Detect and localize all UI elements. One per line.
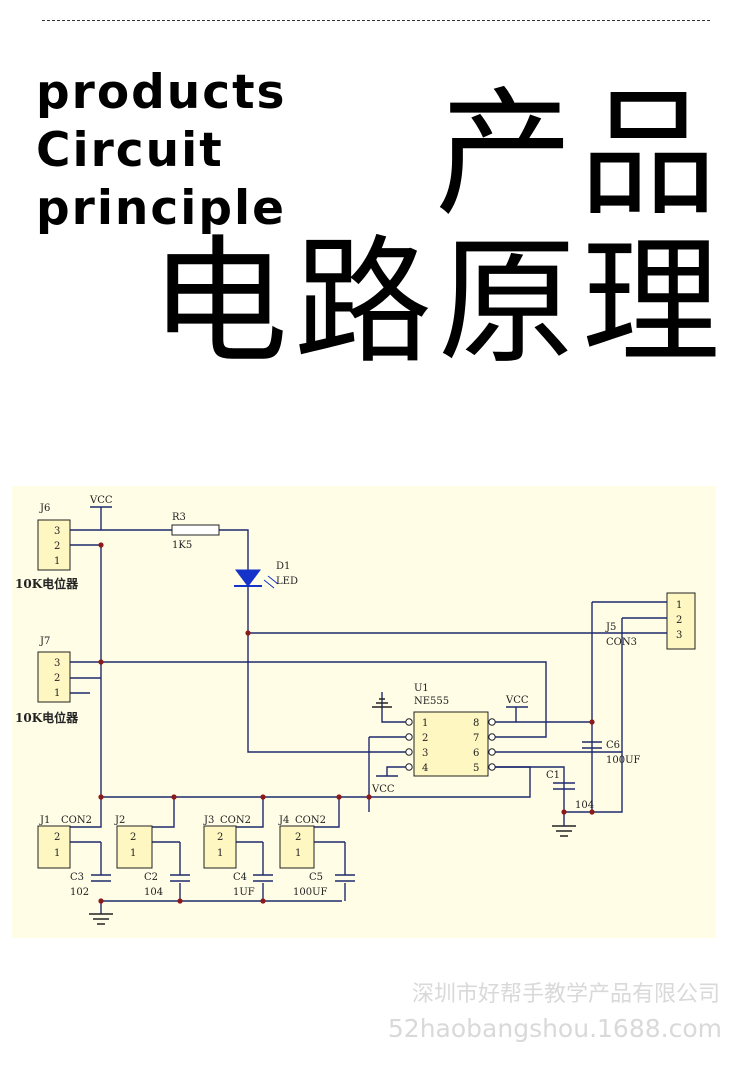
c1-value: 104 [575, 800, 594, 811]
schematic-panel: J6 3 2 1 10K电位器 VCC R3 1K5 D1 LED J7 3 [12, 486, 716, 938]
c4-value: 1UF [233, 887, 255, 898]
u1-pin1: 1 [422, 718, 428, 729]
capacitor-c3: C3 102 [70, 872, 111, 898]
j7-pin3: 3 [54, 658, 60, 669]
j7-pin2: 2 [54, 673, 60, 684]
j1-value: CON2 [61, 815, 92, 826]
u1-pin2: 2 [422, 733, 428, 744]
j5-ref: J5 [605, 622, 616, 633]
j5-pin1: 1 [676, 600, 682, 611]
c4-ref: C4 [233, 872, 247, 883]
english-heading: products Circuit principle [36, 64, 287, 238]
vcc-u1-right: VCC [505, 695, 529, 708]
j2-pin1: 1 [130, 848, 136, 859]
circuit-schematic: J6 3 2 1 10K电位器 VCC R3 1K5 D1 LED J7 3 [15, 495, 696, 925]
j5-pin2: 2 [676, 615, 682, 626]
junction-dots [98, 542, 595, 904]
resistor-r3: R3 1K5 [171, 512, 220, 551]
j4-pin2: 2 [295, 832, 301, 843]
u1-pin7: 7 [473, 733, 479, 744]
ground-symbol-u1 [372, 692, 392, 708]
c3-ref: C3 [70, 872, 84, 883]
j3-pin1: 1 [217, 848, 223, 859]
j7-caption: 10K电位器 [15, 710, 79, 725]
j3-value: CON2 [220, 815, 251, 826]
j3-pin2: 2 [217, 832, 223, 843]
j6-ref: J6 [39, 503, 50, 514]
j2-ref: J2 [114, 815, 125, 826]
j4-pin1: 1 [295, 848, 301, 859]
j5-pin3: 3 [676, 630, 682, 641]
connector-j5: 1 2 3 J5 CON3 [605, 592, 696, 650]
ground-symbol-c1 [552, 822, 576, 837]
u1-pin3: 3 [422, 748, 428, 759]
vcc-u1-left: VCC [371, 775, 398, 795]
capacitor-c4: C4 1UF [233, 872, 273, 898]
u1-pin6: 6 [473, 748, 479, 759]
u1-pin4: 4 [422, 763, 428, 774]
j1-pin1: 1 [54, 848, 60, 859]
vcc-u1-left-label: VCC [371, 784, 395, 795]
website-watermark: 52haobangshou.1688.com [387, 1014, 722, 1043]
connector-j1: J1 CON2 2 1 [37, 815, 92, 869]
j6-pin1: 1 [54, 556, 60, 567]
u1-pin8: 8 [473, 718, 479, 729]
connector-j3: J3 CON2 2 1 [203, 815, 251, 869]
ground-symbol-bottom [89, 913, 113, 925]
connector-j6: J6 3 2 1 10K电位器 [15, 503, 79, 591]
led-d1: D1 LED [234, 561, 298, 589]
c3-value: 102 [70, 887, 89, 898]
schematic-wires [70, 506, 662, 914]
company-watermark: 深圳市好帮手教学产品有限公司 [411, 982, 720, 1007]
u1-value: NE555 [414, 696, 449, 707]
j2-pin2: 2 [130, 832, 136, 843]
vcc-top-label: VCC [89, 495, 113, 506]
connector-j7: J7 3 2 1 10K电位器 [15, 636, 79, 725]
c6-value: 100UF [606, 755, 641, 766]
j1-pin2: 2 [54, 832, 60, 843]
connector-j4: J4 CON2 2 1 [278, 815, 326, 869]
d1-ref: D1 [276, 561, 290, 572]
capacitor-c2: C2 104 [144, 872, 190, 898]
c5-ref: C5 [309, 872, 323, 883]
connector-j2: J2 2 1 [114, 815, 153, 869]
heading-line-circuit: Circuit [36, 123, 224, 178]
chinese-heading-line1: 产品 [435, 74, 724, 235]
capacitor-c5: C5 100UF [293, 872, 355, 898]
c2-ref: C2 [144, 872, 158, 883]
u1-pin5: 5 [473, 763, 479, 774]
capacitor-c1: C1 104 [546, 770, 594, 811]
heading-line-products: products [36, 65, 287, 120]
vcc-u1-right-label: VCC [505, 695, 529, 706]
j7-ref: J7 [39, 636, 50, 647]
heading-line-principle: principle [36, 181, 286, 236]
j6-caption: 10K电位器 [15, 576, 79, 591]
j7-pin1: 1 [54, 688, 60, 699]
chinese-heading-line2: 电路原理 [150, 222, 727, 383]
d1-value: LED [276, 576, 298, 587]
c6-ref: C6 [606, 740, 620, 751]
j1-ref: J1 [39, 815, 50, 826]
c2-value: 104 [144, 887, 163, 898]
r3-ref: R3 [172, 512, 186, 523]
capacitor-c6: C6 100UF [582, 740, 641, 766]
u1-ref: U1 [414, 683, 429, 694]
j4-ref: J4 [278, 815, 289, 826]
j3-ref: J3 [203, 815, 214, 826]
c5-value: 100UF [293, 887, 328, 898]
r3-value: 1K5 [172, 540, 192, 551]
j6-pin3: 3 [54, 526, 60, 537]
ic-u1-ne555: U1 NE555 1 2 3 4 8 7 6 5 [405, 683, 496, 777]
top-dashed-divider [42, 20, 710, 21]
j4-value: CON2 [295, 815, 326, 826]
j5-value: CON3 [606, 637, 637, 648]
c1-ref: C1 [546, 770, 560, 781]
j6-pin2: 2 [54, 541, 60, 552]
